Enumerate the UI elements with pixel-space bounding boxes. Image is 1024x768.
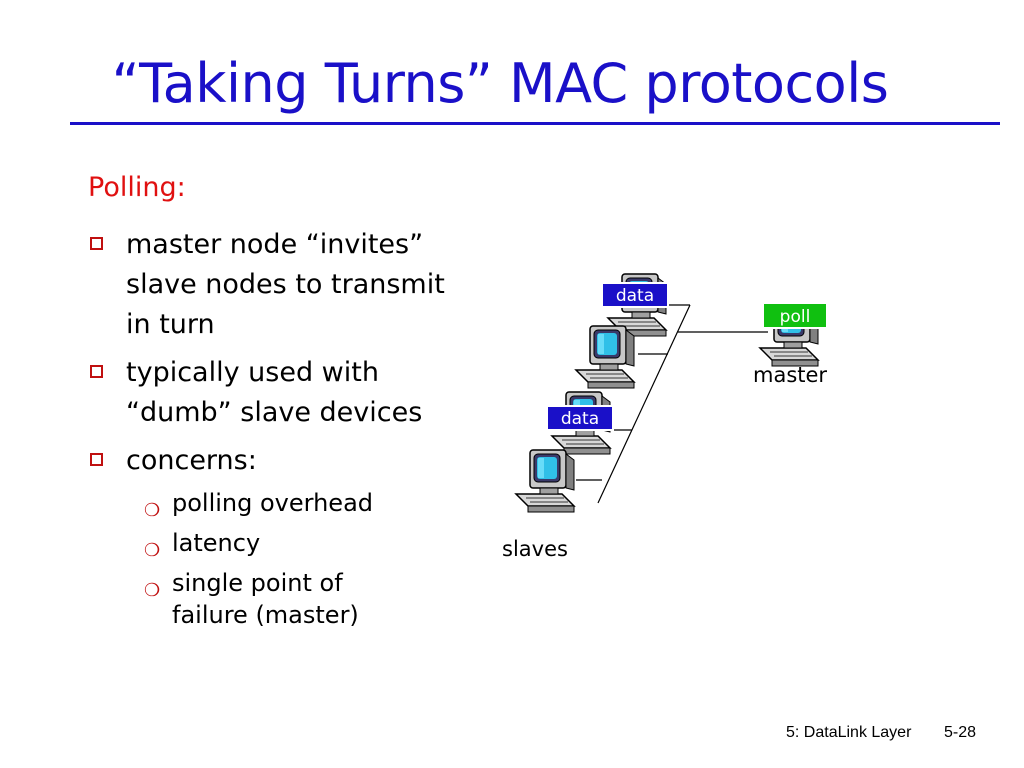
bullet-list: master node “invites” slave nodes to tra… (88, 225, 468, 639)
bullet-text: concerns: (126, 445, 257, 476)
sub-bullet-item: ❍ single point of failure (master) (88, 567, 412, 631)
sub-bullet-text: single point of failure (master) (172, 569, 359, 629)
slaves-label: slaves (502, 537, 568, 561)
sub-bullet-text: latency (172, 529, 261, 557)
bullet-text: master node “invites” slave nodes to tra… (126, 229, 445, 340)
polling-heading: Polling: (88, 172, 186, 203)
data-tag-1-label: data (616, 286, 654, 306)
bus-segment-right (597, 304, 691, 504)
slave-computer-icon (575, 325, 635, 389)
square-bullet-icon (90, 365, 103, 378)
square-bullet-icon (90, 453, 103, 466)
poll-tag (762, 302, 828, 329)
slide-title: “Taking Turns” MAC protocols (111, 52, 889, 115)
circle-bullet-icon: ❍ (144, 540, 161, 561)
sub-bullet-item: ❍ latency (88, 527, 468, 561)
bullet-item: master node “invites” slave nodes to tra… (88, 225, 468, 345)
footer-chapter: 5: DataLink Layer (786, 724, 912, 741)
title-underline (70, 122, 1000, 125)
bullet-text: typically used with “dumb” slave devices (126, 357, 423, 428)
data-tag-2 (546, 405, 614, 431)
square-bullet-icon (90, 237, 103, 250)
bullet-item: typically used with “dumb” slave devices (88, 353, 468, 433)
data-tag-2-label: data (561, 409, 599, 429)
data-tag-1 (601, 282, 669, 308)
slave-computer-icon (515, 449, 575, 513)
master-label: master (753, 363, 827, 387)
poll-tag-label: poll (780, 307, 811, 327)
footer-page-number: 5-28 (944, 724, 977, 741)
circle-bullet-icon: ❍ (144, 580, 161, 601)
polling-diagram: data data poll master slaves (502, 273, 828, 561)
sub-bullet-item: ❍ polling overhead (88, 487, 468, 521)
bullet-item: concerns: (88, 441, 468, 481)
circle-bullet-icon: ❍ (144, 500, 161, 521)
sub-bullet-text: polling overhead (172, 489, 374, 517)
